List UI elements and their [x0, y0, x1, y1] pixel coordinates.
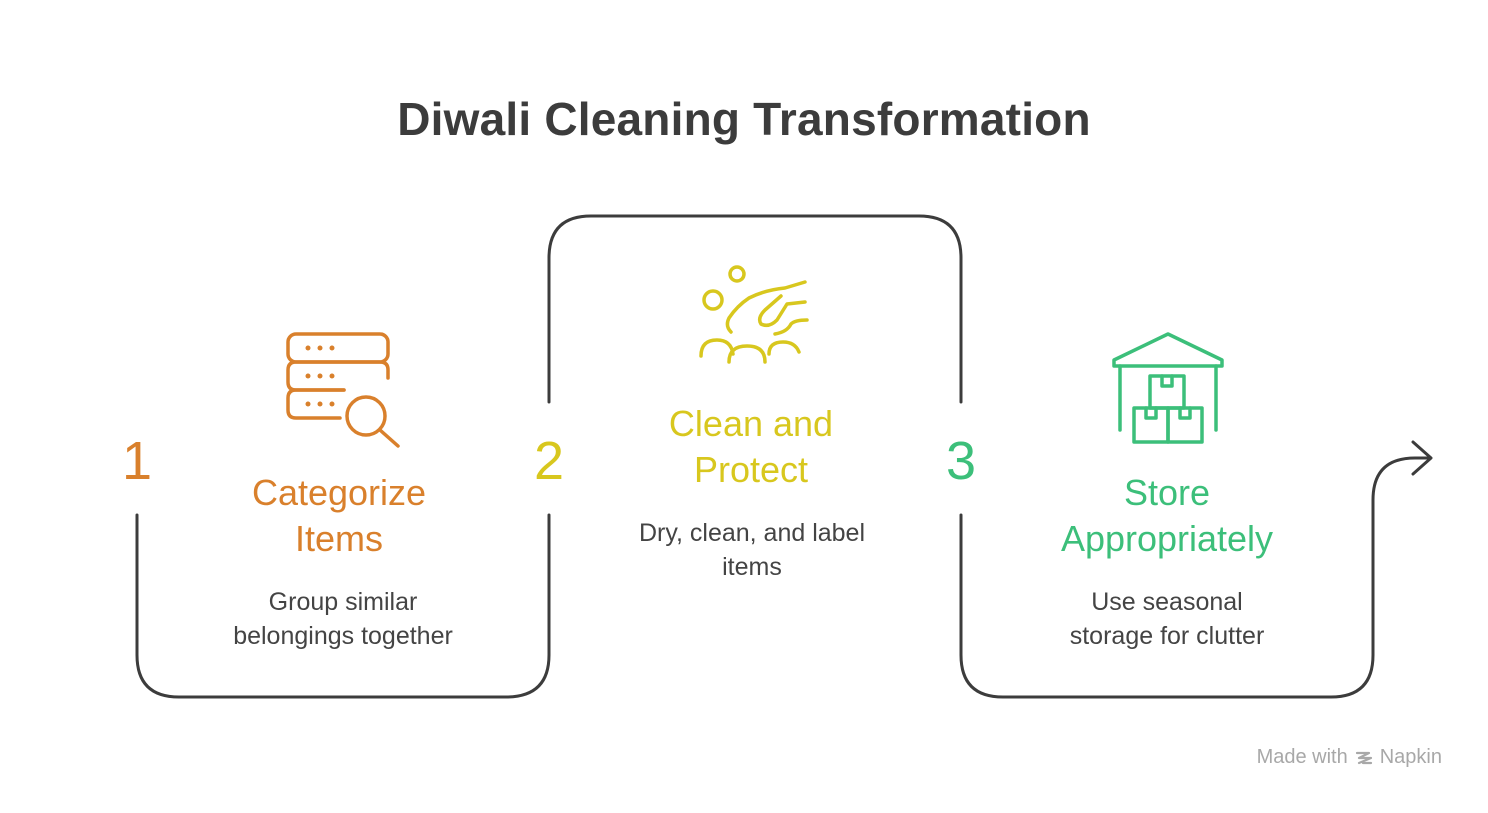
warehouse-boxes-icon	[1112, 332, 1224, 444]
step-1-title-line1: Categorize	[251, 472, 427, 513]
step-3-title-line2: Appropriately	[1060, 518, 1274, 559]
hand-washing-icon	[699, 265, 809, 364]
step-3-title-line1: Store	[1123, 472, 1211, 513]
step-1-number: 1	[121, 431, 153, 491]
made-with-napkin-badge[interactable]: Made with Napkin	[1257, 746, 1442, 769]
step-2-description: Dry, clean, and label items	[602, 516, 902, 584]
step-3-description: Use seasonal storage for clutter	[1017, 585, 1317, 653]
napkin-brand-label: Napkin	[1379, 746, 1442, 768]
step-1-title-line2: Items	[294, 518, 383, 559]
step-3-title: Store Appropriately	[1017, 470, 1317, 562]
step-1-title: Categorize Items	[189, 470, 489, 562]
step-2-title-line2: Protect	[693, 449, 809, 490]
step-1-description: Group similar belongings together	[193, 585, 493, 653]
database-search-icon	[286, 332, 400, 448]
napkin-logo-icon	[1355, 751, 1372, 764]
flow-path	[135, 214, 1432, 699]
step-3-number: 3	[945, 431, 977, 491]
step-3-desc-line1: Use seasonal	[1091, 588, 1243, 616]
step-2-desc-line2: items	[722, 553, 782, 581]
step-2-title: Clean and Protect	[601, 401, 901, 493]
arrow-head-icon	[1411, 440, 1433, 476]
step-1-desc-line2: belongings together	[233, 622, 453, 650]
step-2-desc-line1: Dry, clean, and label	[638, 519, 866, 547]
made-with-label: Made with	[1256, 746, 1348, 768]
diagram-title: Diwali Cleaning Transformation	[397, 93, 1091, 145]
step-1-desc-line1: Group similar	[268, 588, 418, 616]
step-2-title-line1: Clean and	[668, 403, 834, 444]
step-3-desc-line2: storage for clutter	[1069, 622, 1265, 650]
step-2-number: 2	[533, 431, 565, 491]
